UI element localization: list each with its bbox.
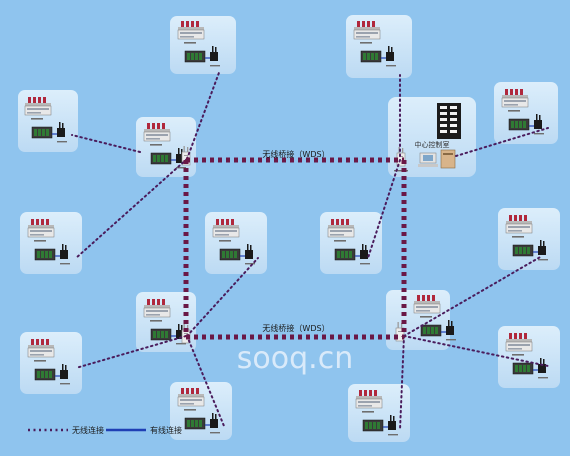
legend-wired-label: 有线连接 <box>150 425 182 435</box>
hub-bottom-right <box>386 290 457 350</box>
station-left-1 <box>18 90 78 152</box>
hub-top-left <box>136 117 196 177</box>
station-left-2 <box>20 212 82 274</box>
station-left-3 <box>20 332 82 394</box>
wds-top-label: 无线桥接（WDS） <box>262 149 329 159</box>
wds-bridge <box>183 157 407 340</box>
control-center-label: 中心控制室 <box>415 140 450 149</box>
link-hub-tl-to-station-top-left <box>186 69 221 160</box>
station-right-2 <box>498 208 560 270</box>
link-hub-br-to-station-bottom-right <box>399 335 405 431</box>
station-bottom-right <box>348 384 410 442</box>
link-hub-tl-to-station-left-2 <box>75 158 188 259</box>
server-rack-icon <box>437 103 461 139</box>
desktop-computer-icon <box>418 152 438 167</box>
station-top-right <box>346 15 412 78</box>
link-hub-br-to-station-right-2 <box>403 255 543 337</box>
link-hub-tl-to-station-left-1 <box>71 134 141 153</box>
link-hub-bl-to-station-bottom-left <box>186 335 225 427</box>
link-cc-to-station-center-right <box>367 159 401 259</box>
station-right-1 <box>494 82 558 144</box>
server-box-icon <box>440 149 456 169</box>
link-hub-bl-to-station-left-3 <box>75 335 187 369</box>
station-bottom-left <box>170 382 232 440</box>
station-right-3 <box>498 326 560 388</box>
station-center-right <box>320 212 382 274</box>
legend-wireless-label: 无线连接 <box>72 425 104 435</box>
wireless-links <box>71 69 549 431</box>
wds-bottom-label: 无线桥接（WDS） <box>262 323 329 333</box>
station-top-left <box>170 16 236 74</box>
station-center-left <box>205 212 267 274</box>
legend: 无线连接 有线连接 <box>28 425 182 435</box>
watermark: sooq.cn <box>237 341 353 376</box>
control-center: 中心控制室 <box>388 97 476 177</box>
link-cc-to-station-right-1 <box>455 127 549 157</box>
link-hub-br-to-station-right-3 <box>403 335 549 367</box>
